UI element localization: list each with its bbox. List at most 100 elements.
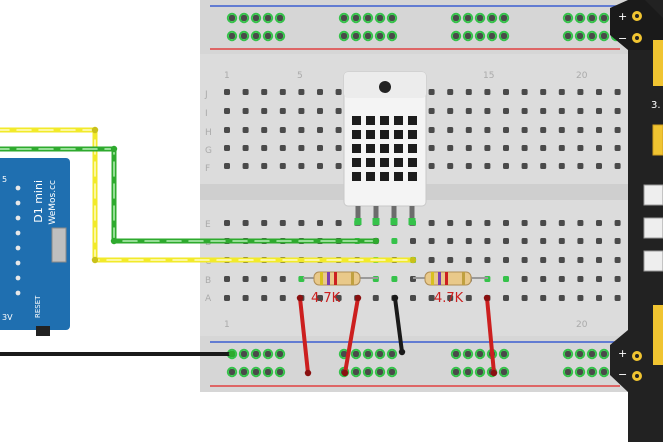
breadboard-hole xyxy=(447,127,454,133)
rail-hole xyxy=(589,15,595,21)
breadboard-hole xyxy=(614,238,621,244)
resistor-2-value: 4.7K xyxy=(434,291,464,306)
rail-hole-highlight xyxy=(238,348,250,360)
breadboard-hole xyxy=(447,145,454,151)
wire-yellow-highlight xyxy=(0,129,414,261)
breadboard-hole xyxy=(540,108,547,114)
breadboard-hole xyxy=(596,238,602,244)
rail-hole xyxy=(501,351,507,357)
breadboard-hole xyxy=(317,89,323,95)
row-letter-h: H xyxy=(205,128,212,138)
breadboard-hole xyxy=(540,295,547,301)
row-letter-i: I xyxy=(205,109,208,119)
breadboard-hole xyxy=(614,108,621,114)
breadboard-hole xyxy=(540,127,547,133)
breadboard-hole xyxy=(465,238,472,244)
d1-mini-pin xyxy=(15,290,21,296)
rail-hole-highlight xyxy=(598,348,610,360)
power-module-jumper-top xyxy=(652,124,663,156)
breadboard-hole xyxy=(577,220,584,226)
rail-hole-highlight xyxy=(474,30,486,42)
wire-red-1 xyxy=(298,296,310,375)
power-module-pin-center xyxy=(635,374,639,378)
power-module-voltage-label: 3. xyxy=(651,100,661,111)
wire-endpoint xyxy=(228,350,236,358)
breadboard-hole xyxy=(317,145,323,151)
rail-hole-highlight xyxy=(250,348,262,360)
breadboard-hole xyxy=(558,220,565,226)
dht-sensor-vent xyxy=(380,158,389,167)
rail-hole-highlight xyxy=(574,348,586,360)
rail-hole-highlight xyxy=(562,348,574,360)
top-power-rail xyxy=(200,0,628,54)
resistor-1: 4.7K xyxy=(303,271,378,306)
breadboard-hole xyxy=(484,220,491,226)
resistor-2-band-4 xyxy=(462,272,465,285)
rail-hole xyxy=(577,351,583,357)
rail-hole xyxy=(341,351,347,357)
breadboard-hole xyxy=(279,145,286,151)
rail-hole xyxy=(365,351,371,357)
breadboard-hole xyxy=(558,295,565,301)
rail-hole xyxy=(589,369,595,375)
rail-hole-highlight xyxy=(562,30,574,42)
rail-hole xyxy=(589,33,595,39)
row-letter-f: F xyxy=(205,164,210,174)
wire-endpoint xyxy=(372,237,380,245)
rail-hole-highlight xyxy=(574,30,586,42)
dht-sensor-vent xyxy=(408,144,417,153)
rail-hole-highlight xyxy=(350,30,362,42)
rail-hole xyxy=(389,33,395,39)
rail-hole xyxy=(241,15,247,21)
breadboard-hole xyxy=(447,238,454,244)
breadboard-hole xyxy=(279,163,286,169)
resistor-2-band-2 xyxy=(438,272,441,285)
rail-hole xyxy=(565,15,571,21)
row-letter-a: A xyxy=(205,294,212,304)
power-module-top-corner xyxy=(610,0,663,50)
breadboard-hole xyxy=(484,163,491,169)
breadboard-hole xyxy=(242,220,249,226)
rail-hole xyxy=(229,15,235,21)
breadboard-hole xyxy=(596,127,602,133)
breadboard-hole xyxy=(503,295,509,301)
breadboard-hole xyxy=(521,127,528,133)
rail-hole xyxy=(577,33,583,39)
wire-endpoint xyxy=(398,348,406,356)
rail-hole-highlight xyxy=(474,12,486,24)
rail-hole-highlight xyxy=(598,12,610,24)
d1-mini-pins xyxy=(15,185,21,296)
rail-hole xyxy=(465,369,471,375)
breadboard-hole xyxy=(614,295,621,301)
wire-endpoint xyxy=(296,294,304,302)
rail-hole-highlight xyxy=(262,12,274,24)
breadboard-hole xyxy=(614,89,621,95)
column-number-1-bottom: 1 xyxy=(224,320,230,330)
breadboard-hole xyxy=(261,108,268,114)
rail-hole-highlight xyxy=(598,366,610,378)
breadboard-hole xyxy=(577,276,584,282)
breadboard-hole xyxy=(596,108,602,114)
resistor-1-band-3 xyxy=(334,272,337,285)
breadboard-hole xyxy=(558,163,565,169)
rail-hole-highlight xyxy=(262,366,274,378)
rail-hole xyxy=(501,33,507,39)
d1-mini-model-label: D1 mini xyxy=(32,180,45,223)
dht-sensor-vent xyxy=(366,158,375,167)
rail-hole-highlight xyxy=(350,366,362,378)
dht-sensor-vent xyxy=(380,116,389,125)
breadboard-hole xyxy=(224,220,230,226)
rail-hole-highlight xyxy=(462,366,474,378)
breadboard-hole xyxy=(484,108,491,114)
breadboard-hole xyxy=(558,257,565,263)
breadboard-hole xyxy=(447,108,454,114)
rail-hole xyxy=(277,351,283,357)
breadboard-hole xyxy=(261,163,268,169)
power-module: 3. + − + − xyxy=(610,0,663,442)
rail-hole-highlight xyxy=(586,30,598,42)
dht-sensor-vent xyxy=(408,172,417,181)
breadboard-hole xyxy=(558,108,565,114)
rail-hole-highlight xyxy=(574,12,586,24)
breadboard-hole xyxy=(298,276,305,282)
